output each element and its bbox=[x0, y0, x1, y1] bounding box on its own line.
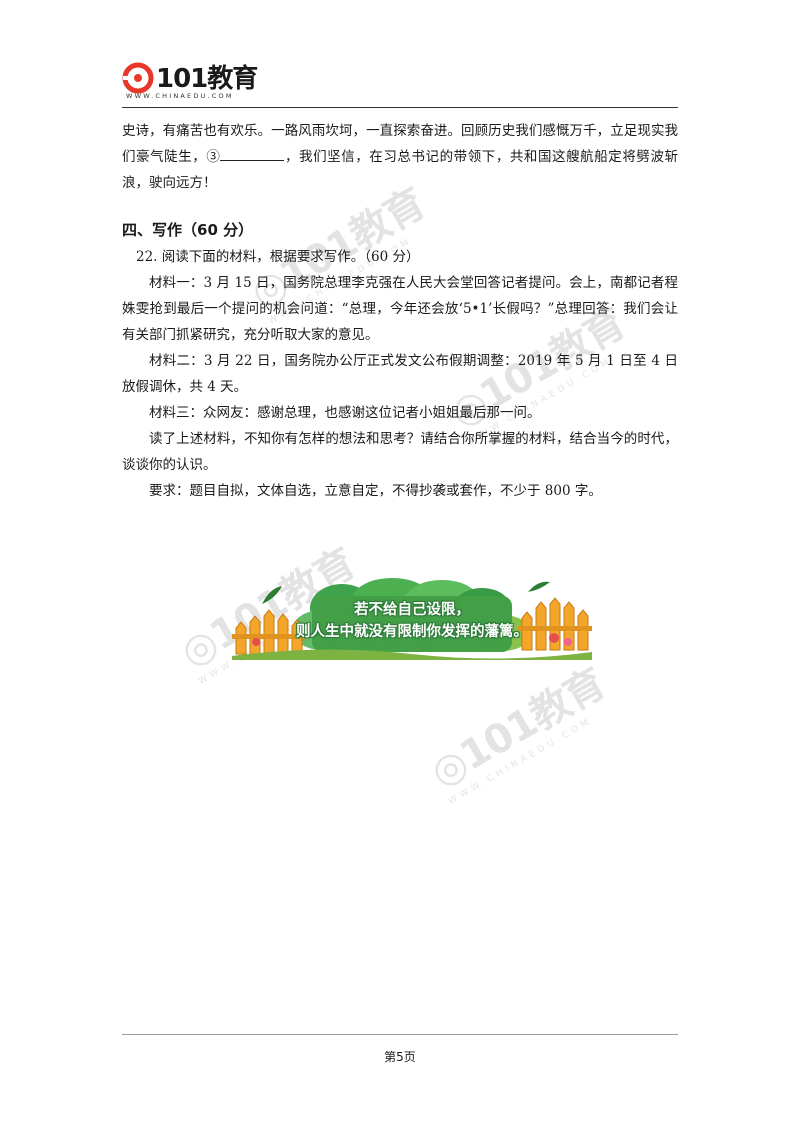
banner-line-2: 则人生中就没有限制你发挥的藩篱。 bbox=[296, 624, 528, 640]
header-divider bbox=[122, 107, 678, 108]
section-title: 四、写作（60 分） bbox=[122, 221, 254, 239]
banner-illustration bbox=[232, 578, 592, 660]
writing-prompt: 读了上述材料，不知你有怎样的想法和思考？请结合你所掌握的材料，结合当今的时代，谈… bbox=[122, 431, 678, 473]
logo: 101教育 WWW.CHINAEDU.COM bbox=[122, 58, 262, 104]
document-body: 史诗，有痛苦也有欢乐。一路风雨坎坷，一直探索奋进。回顾历史我们感慨万千，立足现实… bbox=[122, 118, 678, 504]
logo-subtitle: WWW.CHINAEDU.COM bbox=[126, 92, 234, 100]
footer-divider bbox=[122, 1034, 678, 1035]
material-three: 材料三：众网友：感谢总理，也感谢这位记者小姐姐最后那一问。 bbox=[149, 405, 541, 421]
motto-banner: 若不给自己设限， 则人生中就没有限制你发挥的藩篱。 bbox=[232, 578, 592, 660]
material-one: 材料一：3 月 15 日，国务院总理李克强在人民大会堂回答记者提问。会上，南都记… bbox=[122, 275, 678, 343]
logo-icon bbox=[122, 62, 154, 94]
continued-paragraph: 史诗，有痛苦也有欢乐。一路风雨坎坷，一直探索奋进。回顾历史我们感慨万千，立足现实… bbox=[122, 123, 679, 191]
page-header: 101教育 WWW.CHINAEDU.COM bbox=[122, 58, 678, 108]
answer-blank[interactable] bbox=[220, 146, 285, 161]
logo-text: 101教育 bbox=[156, 64, 258, 94]
writing-requirement: 要求：题目自拟，文体自选，立意自定，不得抄袭或套作，不少于 800 字。 bbox=[149, 483, 602, 499]
question-stem: 22. 阅读下面的材料，根据要求写作。（60 分） bbox=[136, 249, 420, 265]
banner-line-1: 若不给自己设限， bbox=[354, 602, 470, 618]
material-two: 材料二：3 月 22 日，国务院办公厅正式发文公布假期调整：2019 年 5 月… bbox=[122, 353, 678, 395]
page-number: 第5页 bbox=[384, 1050, 416, 1064]
